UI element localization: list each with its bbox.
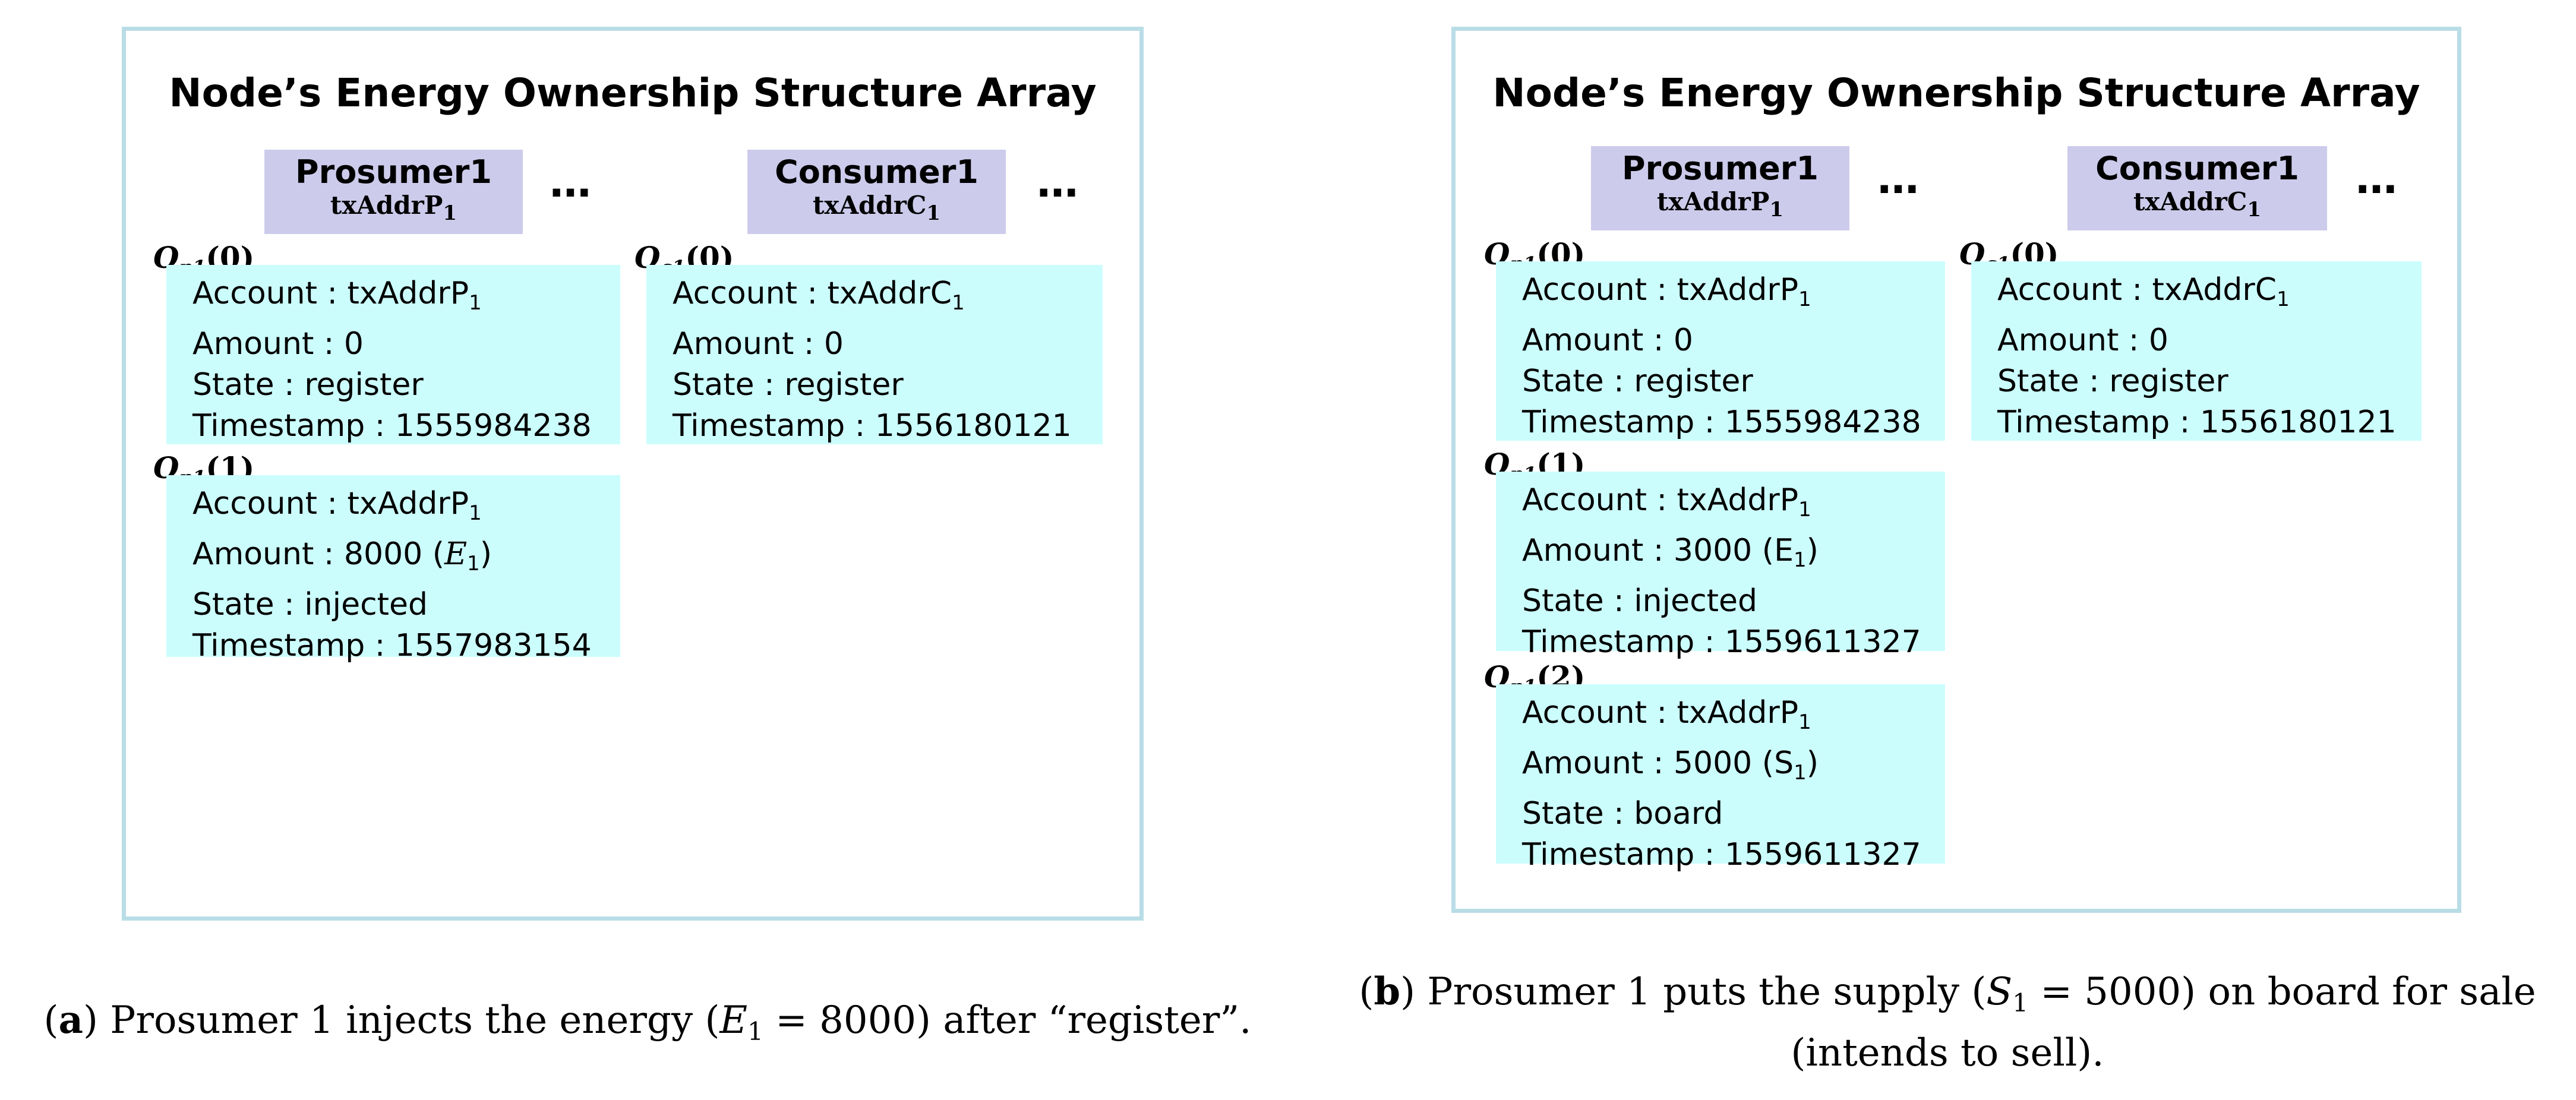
caption-a: (a) Prosumer 1 injects the energy (E1 = …: [43, 998, 1252, 1046]
prosumer1-name: Prosumer1: [1622, 150, 1819, 187]
account-line: Account : txAddrP1: [1522, 695, 1811, 734]
amount-line: Amount : 0: [192, 326, 364, 362]
amount-line: Amount : 8000 (E1): [192, 536, 492, 576]
state-line: State : register: [192, 367, 424, 403]
prosumer1-name: Prosumer1: [295, 153, 492, 191]
timestamp-line: Timestamp : 1555984238: [192, 408, 592, 444]
timestamp-line: Timestamp : 1557983154: [192, 628, 592, 663]
state-line: State : board: [1522, 796, 1723, 832]
record-op1-0: Account : txAddrP1 Amount : 0 State : re…: [1496, 261, 1945, 441]
timestamp-line: Timestamp : 1559611327: [1522, 624, 1921, 660]
prosumer1-address: txAddrP1: [1656, 187, 1784, 222]
consumer-ellipsis: …: [2356, 154, 2397, 203]
account-line: Account : txAddrC1: [673, 276, 965, 315]
state-line: State : injected: [1522, 583, 1758, 619]
record-oc1-0: Account : txAddrC1 Amount : 0 State : re…: [646, 265, 1103, 444]
record-op1-2: Account : txAddrP1 Amount : 5000 (S1) St…: [1496, 684, 1945, 873]
caption-b-line1: (b) Prosumer 1 puts the supply (S1 = 500…: [1359, 969, 2536, 1017]
timestamp-line: Timestamp : 1559611327: [1522, 837, 1921, 873]
amount-line: Amount : 0: [1522, 323, 1694, 358]
panel-a-title: Node’s Energy Ownership Structure Array: [169, 70, 1097, 116]
timestamp-line: Timestamp : 1556180121: [1997, 404, 2397, 440]
account-line: Account : txAddrP1: [1522, 272, 1811, 311]
amount-line: Amount : 0: [673, 326, 844, 362]
caption-b: (b) Prosumer 1 puts the supply (S1 = 500…: [1324, 967, 2571, 1078]
prosumer1-node: Prosumer1 txAddrP1: [1591, 146, 1849, 230]
prosumer-ellipsis: …: [550, 158, 591, 207]
prosumer-ellipsis: …: [1877, 154, 1919, 203]
timestamp-line: Timestamp : 1556180121: [673, 408, 1072, 444]
timestamp-line: Timestamp : 1555984238: [1522, 404, 1921, 440]
account-line: Account : txAddrP1: [192, 276, 482, 315]
state-line: State : injected: [192, 587, 428, 622]
record-op1-1: Account : txAddrP1 Amount : 3000 (E1) St…: [1496, 472, 1945, 660]
account-line: Account : txAddrP1: [192, 486, 482, 525]
state-line: State : register: [673, 367, 904, 403]
consumer1-name: Consumer1: [2095, 150, 2299, 187]
record-op1-1: Account : txAddrP1 Amount : 8000 (E1) St…: [166, 475, 620, 663]
account-line: Account : txAddrP1: [1522, 482, 1811, 521]
caption-b-line2: (intends to sell).: [1791, 1031, 2104, 1075]
amount-line: Amount : 0: [1997, 323, 2169, 358]
record-oc1-0: Account : txAddrC1 Amount : 0 State : re…: [1971, 261, 2422, 441]
prosumer1-address: txAddrP1: [330, 191, 457, 226]
state-line: State : register: [1997, 363, 2228, 399]
consumer1-node: Consumer1 txAddrC1: [747, 150, 1006, 234]
account-line: Account : txAddrC1: [1997, 272, 2290, 311]
consumer1-address: txAddrC1: [813, 191, 940, 226]
record-op1-0: Account : txAddrP1 Amount : 0 State : re…: [166, 265, 620, 444]
state-line: State : register: [1522, 363, 1753, 399]
amount-line: Amount : 3000 (E1): [1522, 533, 1819, 572]
panel-b-title: Node’s Energy Ownership Structure Array: [1492, 70, 2420, 116]
consumer1-node: Consumer1 txAddrC1: [2067, 146, 2327, 230]
amount-line: Amount : 5000 (S1): [1522, 745, 1819, 785]
consumer1-name: Consumer1: [775, 153, 978, 191]
prosumer1-node: Prosumer1 txAddrP1: [264, 150, 523, 234]
consumer-ellipsis: …: [1037, 158, 1078, 207]
consumer1-address: txAddrC1: [2133, 187, 2261, 222]
